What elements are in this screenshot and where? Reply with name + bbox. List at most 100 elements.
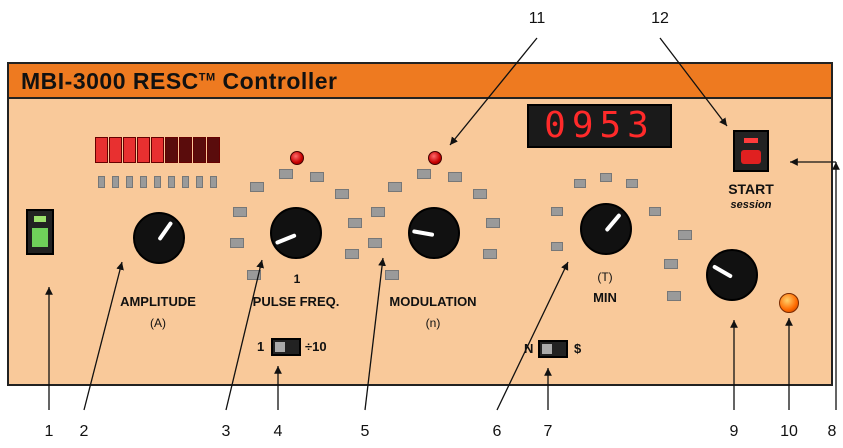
dial-tick: [678, 230, 692, 240]
range-switch[interactable]: [271, 338, 301, 356]
arrow-3: [225, 259, 264, 411]
amplitude-meter-segment: [193, 137, 206, 163]
dial-tick: [664, 259, 678, 269]
dial-tick: [551, 207, 563, 216]
amplitude-meter-segment: [95, 137, 108, 163]
callout-11: 11: [528, 10, 546, 27]
pulse-freq-label: PULSE FREQ.: [252, 294, 340, 309]
time-display-digits: 0953: [544, 105, 655, 146]
amplitude-meter-tick: [98, 176, 105, 188]
amplitude-meter-tick: [126, 176, 133, 188]
time-sub-label: (T): [597, 270, 613, 284]
range-switch-right-label: ÷10: [305, 339, 327, 354]
time-label: MIN: [593, 290, 617, 305]
power-switch-indicator: [34, 216, 46, 222]
power-switch-rocker: [32, 228, 48, 247]
dial-tick: [626, 179, 638, 188]
amplitude-meter-tick: [210, 176, 217, 188]
dial-tick: [574, 179, 586, 188]
dial-tick: [247, 270, 261, 280]
amplitude-label: AMPLITUDE: [120, 294, 196, 309]
callout-1: 1: [44, 423, 54, 440]
dial-tick: [279, 169, 293, 179]
mode-switch-lever: [542, 344, 552, 354]
title-bar: MBI-3000 RESCTM Controller: [9, 64, 831, 99]
dial-tick: [483, 249, 497, 259]
callout-8: 8: [827, 423, 837, 440]
amplitude-meter-tick: [112, 176, 119, 188]
range-switch-left-label: 1: [257, 339, 265, 354]
amplitude-meter-segment: [179, 137, 192, 163]
dial-tick: [551, 242, 563, 251]
status-indicator-light: [779, 293, 799, 313]
dial-tick: [371, 207, 385, 217]
callout-6: 6: [492, 423, 502, 440]
power-switch[interactable]: [26, 209, 54, 255]
arrow-6: [496, 261, 569, 411]
start-button-indicator: [744, 138, 758, 143]
start-session-button[interactable]: [733, 130, 769, 172]
amplitude-knob[interactable]: [133, 212, 185, 264]
dial-tick: [486, 218, 500, 228]
trademark-mark: TM: [198, 71, 216, 84]
amplitude-meter-tick: [154, 176, 161, 188]
dial-tick: [388, 182, 402, 192]
dial-tick: [368, 238, 382, 248]
dial-tick: [649, 207, 661, 216]
intensity-knob[interactable]: [706, 249, 758, 301]
callout-12: 12: [651, 10, 669, 27]
dial-tick: [667, 291, 681, 301]
session-label: session: [730, 199, 772, 211]
arrow-12: [659, 37, 728, 127]
mode-switch-left-label: N: [524, 341, 534, 356]
mode-switch-right-label: $: [574, 341, 582, 356]
dial-tick: [345, 249, 359, 259]
start-label: START: [728, 181, 774, 197]
amplitude-meter-segment: [109, 137, 122, 163]
amplitude-meter-segment: [137, 137, 150, 163]
dial-tick: [250, 182, 264, 192]
device-title-main: MBI-3000 RESC: [21, 68, 199, 94]
dial-tick: [385, 270, 399, 280]
callout-3: 3: [221, 423, 231, 440]
dial-tick: [473, 189, 487, 199]
pulse-freq-knob[interactable]: [270, 207, 322, 259]
amplitude-meter-segment: [165, 137, 178, 163]
dial-tick: [310, 172, 324, 182]
mode-switch[interactable]: [538, 340, 568, 358]
amplitude-meter-tick: [168, 176, 175, 188]
amplitude-meter-segment: [151, 137, 164, 163]
dial-tick: [600, 173, 612, 182]
callout-2: 2: [79, 423, 89, 440]
amplitude-meter-segment: [207, 137, 220, 163]
amplitude-meter-tick: [140, 176, 147, 188]
start-button-face: [741, 150, 761, 164]
dial-tick: [348, 218, 362, 228]
callout-10: 10: [780, 423, 798, 440]
arrow-2: [83, 261, 124, 411]
dial-tick: [233, 207, 247, 217]
amplitude-meter-segment: [123, 137, 136, 163]
dial-tick: [417, 169, 431, 179]
amplitude-meter-tick: [182, 176, 189, 188]
pulse-freq-led: [290, 151, 304, 165]
callout-7: 7: [543, 423, 553, 440]
callout-9: 9: [729, 423, 739, 440]
modulation-led: [428, 151, 442, 165]
modulation-knob[interactable]: [408, 207, 460, 259]
modulation-label: MODULATION: [389, 294, 477, 309]
dial-tick: [230, 238, 244, 248]
callout-4: 4: [273, 423, 283, 440]
dial-tick: [335, 189, 349, 199]
time-knob[interactable]: [580, 203, 632, 255]
arrow-11: [449, 37, 538, 146]
amplitude-meter-tick: [196, 176, 203, 188]
modulation-sub-label: (n): [425, 316, 441, 330]
arrow-5: [364, 257, 386, 411]
device-title: MBI-3000 RESCTM Controller: [21, 68, 337, 95]
amplitude-sub-label: (A): [150, 316, 166, 330]
device-title-suffix: Controller: [215, 68, 338, 94]
pulse-freq-marker: 1: [293, 272, 301, 286]
